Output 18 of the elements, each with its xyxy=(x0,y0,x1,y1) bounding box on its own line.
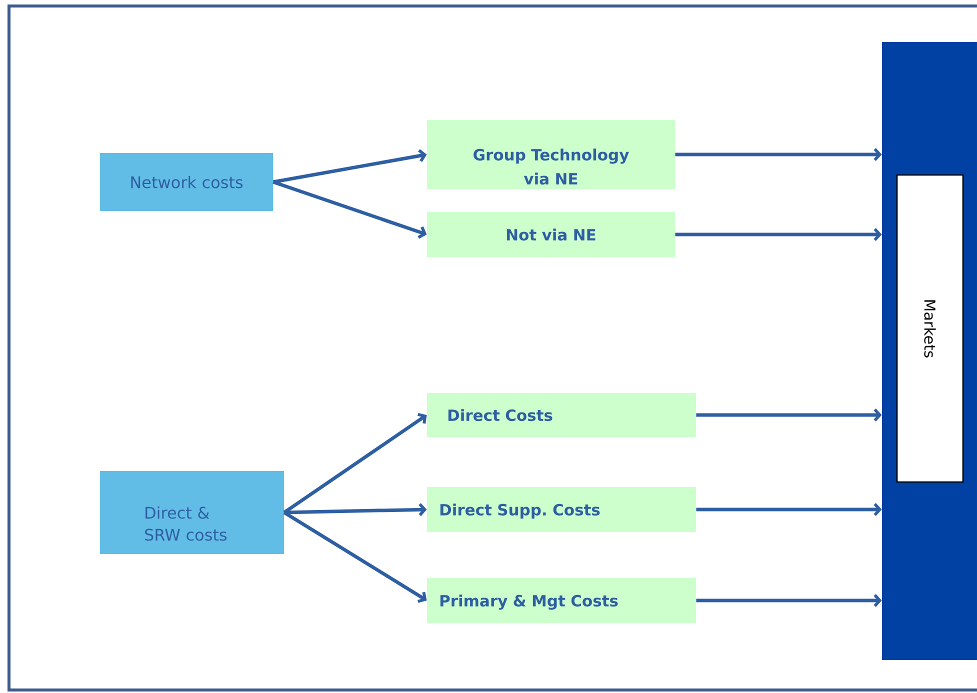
arrow xyxy=(283,412,427,514)
arrow xyxy=(696,408,882,422)
cost-box: Group Technology via NE xyxy=(427,120,675,189)
arrow xyxy=(272,180,427,239)
category-box: Direct & SRW costs xyxy=(100,471,284,554)
arrow xyxy=(675,228,882,241)
category-box: Network costs xyxy=(100,153,273,211)
arrow xyxy=(272,149,427,184)
cost-box: Direct Supp. Costs xyxy=(427,487,696,532)
cost-box: Primary & Mgt Costs xyxy=(427,578,696,623)
arrow xyxy=(696,502,882,516)
cost-box: Not via NE xyxy=(427,212,675,257)
arrow xyxy=(283,511,427,603)
markets-box: Markets xyxy=(896,174,964,483)
arrow xyxy=(696,594,882,607)
cost-box: Direct Costs xyxy=(427,393,696,437)
arrow xyxy=(284,503,427,516)
arrow xyxy=(675,148,882,161)
